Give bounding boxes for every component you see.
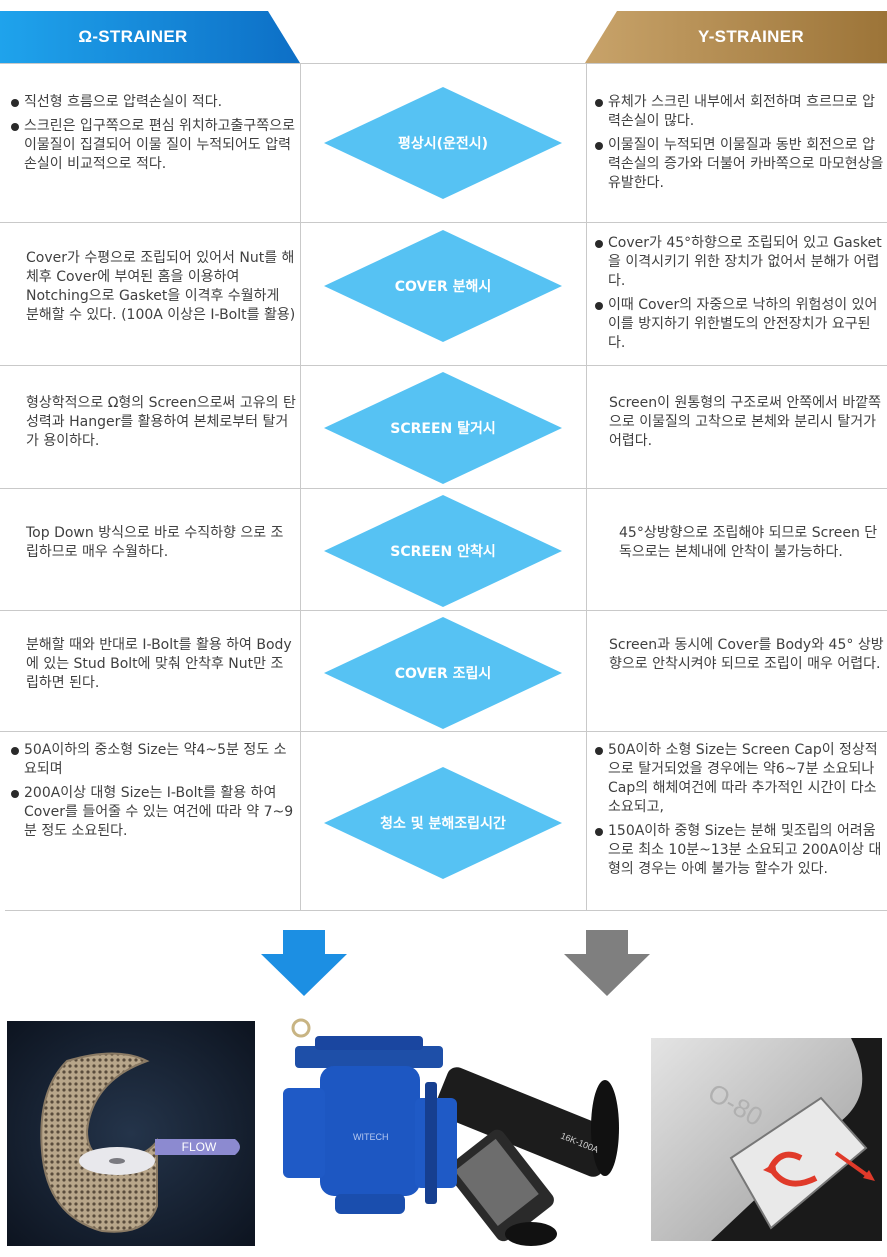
category-label: 평상시(운전시) — [397, 136, 489, 152]
y-screen-install-text: 45°상방향으로 조립해야 되므로 Screen 단독으로는 본체내에 안착이 … — [619, 525, 878, 560]
diamond-shape — [324, 617, 562, 729]
y-strainer-header: Y-STRAINER — [585, 11, 887, 63]
category-label: 청소 및 분해조립시간 — [380, 816, 506, 832]
list-item: 스크린은 입구쪽으로 편심 위치하고출구쪽으로 이물질이 집결되어 이물 질이 … — [10, 117, 295, 174]
down-arrow-gray-icon — [564, 930, 650, 996]
category-label: COVER 분해시 — [394, 279, 492, 295]
category-cleaning-time: 청소 및 분해조립시간 — [324, 767, 562, 879]
column-divider-left — [300, 64, 301, 910]
list-item: 200A이상 대형 Size는 I-Bolt를 활용 하여 Cover를 들어줄… — [10, 784, 295, 841]
row-divider — [0, 63, 887, 64]
category-label: COVER 조립시 — [394, 666, 492, 682]
omega-cleaning-time-text: 50A이하의 중소형 Size는 약4~5분 정도 소요되며 200A이상 대형… — [10, 741, 295, 846]
category-screen-removal: SCREEN 탈거시 — [324, 372, 562, 484]
omega-screen-photo: FLOW — [7, 1021, 255, 1246]
row-divider — [5, 910, 887, 911]
row-divider — [0, 610, 887, 611]
diamond-shape — [324, 230, 562, 342]
y-strainer-cover-photo: O-80 — [651, 1038, 882, 1241]
y-screen-removal-text: Screen이 원통형의 구조로써 안쪽에서 바깥쪽으로 이물질의 고착으로 본… — [609, 395, 882, 449]
omega-operation-text: 직선형 흐름으로 압력손실이 적다. 스크린은 입구쪽으로 편심 위치하고출구쪽… — [10, 93, 295, 179]
list-item: Cover가 45°하향으로 조립되어 있고 Gasket을 이격시키기 위한 … — [594, 234, 886, 291]
diamond-shape — [324, 495, 562, 607]
diamond-shape — [324, 372, 562, 484]
category-cover-removal: COVER 분해시 — [324, 230, 562, 342]
flow-label: FLOW — [182, 1140, 217, 1154]
row-divider — [0, 731, 887, 732]
y-cover-removal-text: Cover가 45°하향으로 조립되어 있고 Gasket을 이격시키기 위한 … — [594, 234, 886, 358]
list-item: 150A이하 중형 Size는 분해 및조립의 어려움으로 최소 10분~13분… — [594, 822, 886, 879]
category-label: SCREEN 안착시 — [390, 544, 496, 560]
list-item: 직선형 흐름으로 압력손실이 적다. — [10, 93, 295, 112]
row-divider — [0, 365, 887, 366]
brand-marking: WITECH — [353, 1132, 389, 1142]
category-label: SCREEN 탈거시 — [390, 421, 496, 437]
omega-screen-removal-text: 형상학적으로 Ω형의 Screen으로써 고유의 탄성력과 Hanger를 활용… — [26, 395, 296, 449]
list-item: 이물질이 누적되면 이물질과 동반 회전으로 압력손실의 증가와 더불어 카바쪽… — [594, 136, 884, 193]
y-cleaning-time-text: 50A이하 소형 Size는 Screen Cap이 정상적으로 탈거되었을 경… — [594, 741, 886, 884]
omega-cover-removal-text: Cover가 수평으로 조립되어 있어서 Nut를 해체후 Cover에 부여된… — [26, 250, 296, 323]
list-item: 이때 Cover의 자중으로 낙하의 위험성이 있어 이를 방지하기 위한별도의… — [594, 296, 886, 353]
list-item: 50A이하의 중소형 Size는 약4~5분 정도 소요되며 — [10, 741, 295, 779]
y-cover-assembly-text: Screen과 동시에 Cover를 Body와 45° 상방향으로 안착시켜야… — [609, 637, 884, 672]
column-divider-right — [586, 64, 587, 910]
diamond-shape — [324, 767, 562, 879]
diamond-shape — [324, 87, 562, 199]
list-item: 유체가 스크린 내부에서 회전하며 흐르므로 압력손실이 많다. — [594, 93, 884, 131]
down-arrow-blue-icon — [261, 930, 347, 996]
category-screen-install: SCREEN 안착시 — [324, 495, 562, 607]
strainer-product-photo: 16K-100A WITECH — [275, 1018, 625, 1250]
row-divider — [0, 222, 887, 223]
y-operation-text: 유체가 스크린 내부에서 회전하며 흐르므로 압력손실이 많다. 이물질이 누적… — [594, 93, 884, 198]
category-cover-assembly: COVER 조립시 — [324, 617, 562, 729]
list-item: 50A이하 소형 Size는 Screen Cap이 정상적으로 탈거되었을 경… — [594, 741, 886, 817]
omega-screen-install-text: Top Down 방식으로 바로 수직하향 으로 조립하므로 매우 수월하다. — [26, 525, 284, 560]
row-divider — [0, 488, 887, 489]
category-operation: 평상시(운전시) — [324, 87, 562, 199]
omega-strainer-header: Ω-STRAINER — [0, 11, 300, 63]
omega-cover-assembly-text: 분해할 때와 반대로 I-Bolt를 활용 하여 Body에 있는 Stud B… — [26, 637, 292, 691]
